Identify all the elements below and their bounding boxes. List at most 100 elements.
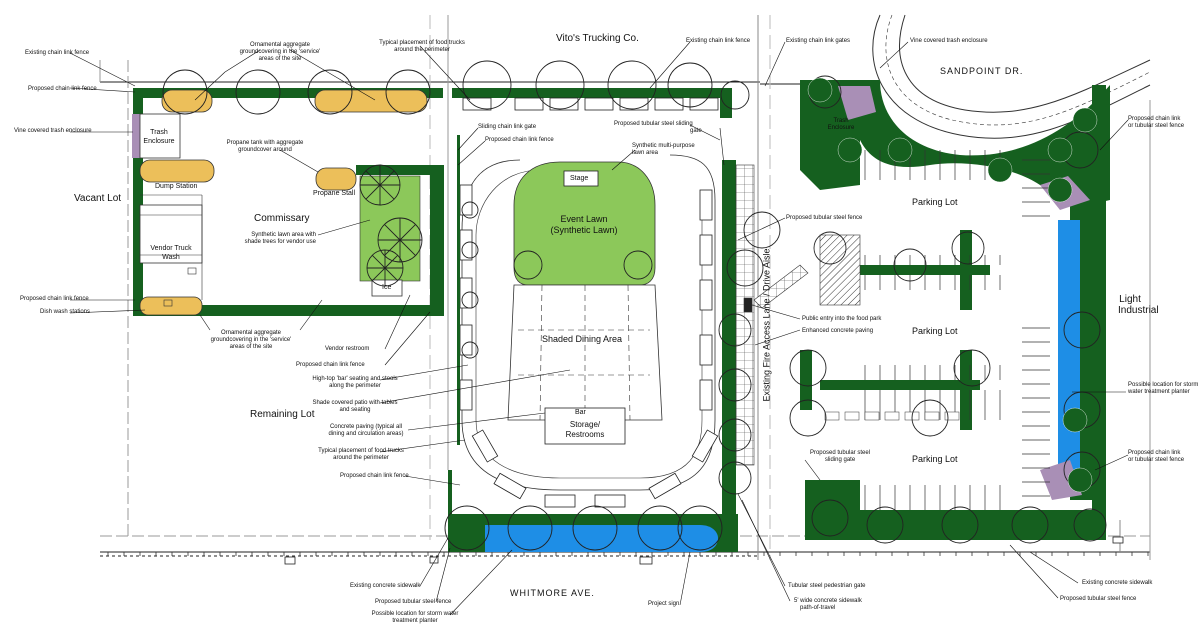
tree-branch <box>365 184 381 200</box>
callout-hightop: High-top 'bar' seating and stools along … <box>310 376 400 390</box>
callout-enhanced-paving: Enhanced concrete paving <box>802 328 874 334</box>
callout-synthetic-multi-1: Synthetic multi-purpose <box>632 143 695 149</box>
shrub <box>1067 467 1093 493</box>
callout-proposed-fence-mid: Proposed chain link fence <box>485 137 554 143</box>
tree <box>677 505 723 551</box>
shrub <box>1072 107 1098 133</box>
callout-synthetic-shade-2: shade trees for vendor use <box>244 239 316 245</box>
tree-branch <box>379 184 395 200</box>
shrub <box>1047 177 1073 203</box>
shrub <box>987 157 1013 183</box>
area-event-lawn-1: Event Lawn <box>560 214 608 224</box>
callout-tubular-sliding-1: Proposed tubular steel sliding <box>614 121 693 127</box>
callout-right-fence-2: or tubular steel fence <box>1128 123 1185 129</box>
callout-proposed-fence-left2: Proposed chain link fence <box>20 296 89 302</box>
callout-existing-gates-top: Existing chain link gates <box>786 38 851 44</box>
tree <box>513 250 543 280</box>
callout-food-trucks-top-1: Typical placement of food trucks <box>379 40 465 46</box>
food-truck <box>514 97 544 111</box>
callout-hightop-2: along the perimeter <box>329 383 381 389</box>
callout-ornamental-bot: Ornamental aggregate groundcovering in t… <box>196 330 306 351</box>
tree <box>623 250 653 280</box>
food-truck <box>584 97 614 111</box>
callout-tubular-fence-mid: Proposed tubular steel fence <box>786 215 863 221</box>
tree-branch <box>399 239 416 256</box>
ev-stall-marker <box>864 411 880 421</box>
shrub <box>837 137 863 163</box>
callout-sidewalk-5: 5' wide concrete sidewalk path-of-travel <box>794 598 862 612</box>
callout-sliding-gate: Sliding chain link gate <box>478 124 537 130</box>
tree <box>789 399 827 437</box>
tree <box>718 418 752 452</box>
tree <box>718 313 752 347</box>
food-truck <box>654 97 684 111</box>
tree-branch <box>384 224 401 241</box>
area-parking-2: Parking Lot <box>912 326 958 336</box>
ev-stall-marker <box>924 411 940 421</box>
street-whitmore: WHITMORE AVE. <box>510 588 595 598</box>
callout-synthetic-shade: Synthetic lawn area with shade trees for… <box>228 232 316 246</box>
tree <box>718 461 752 495</box>
tree <box>385 69 431 115</box>
area-dump-station: Dump Station <box>155 183 198 190</box>
area-storage-1: Storage/ <box>569 420 601 429</box>
callout-storm-right: Possible location for storm water treatm… <box>1128 382 1198 396</box>
callout-ornamental-top-1: Ornamental aggregate <box>249 42 311 48</box>
tree <box>813 231 847 265</box>
callout-right-fence2-2: or tubular steel fence <box>1128 457 1185 463</box>
callout-right-fence2-1: Proposed chain link <box>1128 450 1181 456</box>
area-storage-2: Restrooms <box>565 430 605 439</box>
shrubs <box>807 77 1098 493</box>
tree-branch <box>384 239 401 256</box>
area-event-lawn-2: (Synthetic Lawn) <box>550 225 618 235</box>
callout-tubular-gate-r: Proposed tubular steel sliding gate <box>800 450 880 464</box>
food-park <box>448 88 755 540</box>
callout-proposed-fence-c: Proposed chain link fence <box>296 362 365 368</box>
tree <box>462 60 512 110</box>
leader-lines <box>69 41 1129 616</box>
tree <box>667 62 713 108</box>
tree-branch <box>371 267 386 282</box>
callout-proposed-fence-bot: Proposed chain link fence <box>340 473 409 479</box>
food-truck <box>699 334 713 366</box>
tree <box>789 349 827 387</box>
area-parking-1: Parking Lot <box>912 197 958 207</box>
callout-synthetic-multi: Synthetic multi-purpose lawn area <box>632 143 695 157</box>
callout-ornamental-top: Ornamental aggregate groundcovering in t… <box>225 42 335 63</box>
tree <box>951 231 985 265</box>
callout-project-sign: Project sign <box>648 601 680 607</box>
area-parking-3: Parking Lot <box>912 454 958 464</box>
area-stage: Stage <box>570 175 589 182</box>
callout-tubular-fence-br: Proposed tubular steel fence <box>1060 596 1137 602</box>
area-truck-wash: Vendor Truck Wash <box>150 245 192 261</box>
food-truck <box>594 494 626 508</box>
callout-tubular-sliding-2: gate <box>690 128 702 134</box>
tree <box>162 69 208 115</box>
tree <box>720 80 750 110</box>
ev-stall-marker <box>884 411 900 421</box>
tree-branch <box>384 254 399 269</box>
callout-synthetic-multi-2: lawn area <box>632 150 659 156</box>
callout-hightop-1: High-top 'bar' seating and stools <box>312 376 398 382</box>
callout-existing-fence-tl: Existing chain link fence <box>25 50 90 56</box>
tree <box>235 69 281 115</box>
callout-existing-fence-top: Existing chain link fence <box>686 38 751 44</box>
bottom-storm-planter <box>448 514 738 552</box>
tree-branch <box>379 170 395 186</box>
area-remaining-lot: Remaining Lot <box>250 409 315 420</box>
area-shaded-dining: Shaded Dining Area <box>542 334 623 344</box>
callout-paving-2: dining and circulation areas) <box>328 431 404 437</box>
tree-branch <box>384 267 399 282</box>
callout-ornamental-top-3: areas of the site <box>258 56 302 62</box>
tree <box>911 399 949 437</box>
callout-tubular-gate-r-2: sliding gate <box>824 457 856 463</box>
tree <box>866 506 904 544</box>
callout-propane: Propane tank with aggregate groundcover … <box>220 140 310 154</box>
tree <box>953 349 991 387</box>
tree <box>307 69 353 115</box>
tree <box>1011 506 1049 544</box>
callout-tubular-fence-bl: Proposed tubular steel fence <box>375 599 452 605</box>
callout-right-fence2: Proposed chain link or tubular steel fen… <box>1128 450 1184 464</box>
callout-paving-1: Concrete paving (typical all <box>329 424 403 430</box>
callout-existing-sidewalk-l: Existing concrete sidewalk <box>350 583 421 589</box>
